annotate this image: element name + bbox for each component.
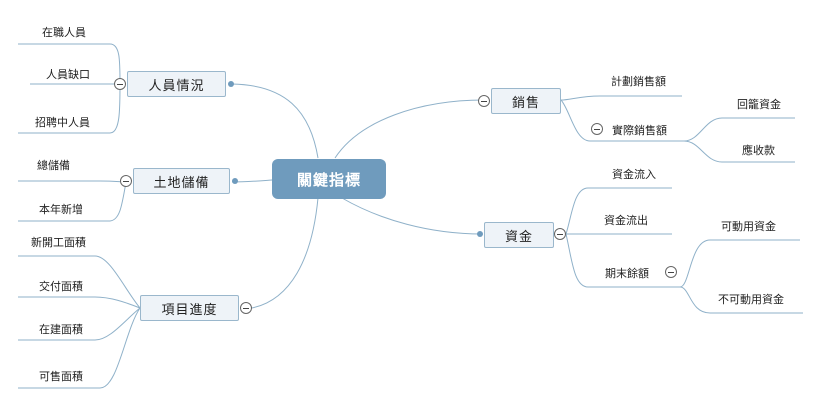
leaf-projects-2[interactable]: 交付面積 <box>39 280 83 293</box>
leaf-personnel-3[interactable]: 招聘中人員 <box>35 116 90 129</box>
connector-projects-leaf-1 <box>94 255 141 309</box>
leaf-funds-1[interactable]: 資金流入 <box>612 168 656 181</box>
connector-land-leaf-2 <box>109 181 127 222</box>
topic-sales-label: 銷售 <box>511 95 540 111</box>
topic-funds[interactable]: 資金 <box>484 222 554 248</box>
leaf-projects-4[interactable]: 可售面積 <box>39 370 83 383</box>
central-topic-label: 關鍵指標 <box>296 170 361 189</box>
connector-center-land <box>231 179 273 183</box>
topic-funds-label: 資金 <box>504 229 533 245</box>
collapse-personnel-icon[interactable] <box>114 78 126 90</box>
connector-projects-leaf-2 <box>94 296 141 309</box>
connector-balance-child-1 <box>679 239 711 288</box>
topic-land-label: 土地儲備 <box>153 175 210 191</box>
topic-projects-label: 項目進度 <box>161 302 218 318</box>
leaf-projects-3[interactable]: 在建面積 <box>39 323 83 336</box>
collapse-land-icon[interactable] <box>120 175 132 187</box>
connector-personnel-leaf-3 <box>109 83 121 134</box>
connector-sales-leaf-2 <box>560 99 591 142</box>
collapse-funds-icon[interactable] <box>554 228 566 240</box>
topic-land-anchor <box>232 178 238 184</box>
connector-actual-child-1 <box>683 117 723 142</box>
leaf-sales-1[interactable]: 計劃銷售額 <box>611 75 666 88</box>
topic-land[interactable]: 土地儲備 <box>133 168 230 194</box>
topic-personnel[interactable]: 人員情況 <box>127 71 226 97</box>
leaf-personnel-2[interactable]: 人員缺口 <box>46 68 90 81</box>
leaf-land-2[interactable]: 本年新增 <box>39 203 83 216</box>
connector-sales-leaf-1 <box>560 95 601 101</box>
leaf-actual-child-2[interactable]: 應收款 <box>742 144 775 157</box>
connector-actual-child-2 <box>683 140 723 163</box>
leaf-funds-3[interactable]: 期末餘額 <box>605 267 649 280</box>
connector-center-funds <box>341 197 483 235</box>
leaf-funds-2[interactable]: 資金流出 <box>604 214 648 227</box>
leaf-balance-child-2[interactable]: 不可動用資金 <box>718 293 784 306</box>
connector-projects-leaf-4 <box>99 307 141 389</box>
leaf-personnel-1[interactable]: 在職人員 <box>42 26 86 39</box>
leaf-actual-child-1[interactable]: 回籠資金 <box>737 98 781 111</box>
topic-funds-anchor <box>477 231 483 237</box>
connector-center-personnel <box>231 83 319 159</box>
collapse-balance-icon[interactable] <box>665 266 677 278</box>
connector-funds-leaf-3 <box>565 233 589 288</box>
connector-balance-child-2 <box>679 286 711 314</box>
topic-sales[interactable]: 銷售 <box>491 88 561 114</box>
leaf-projects-1[interactable]: 新開工面積 <box>31 236 86 249</box>
connector-projects-leaf-3 <box>94 307 141 341</box>
collapse-projects-icon[interactable] <box>240 302 252 314</box>
topic-personnel-label: 人員情況 <box>148 78 205 94</box>
connector-funds-leaf-1 <box>565 187 589 235</box>
topic-projects[interactable]: 項目進度 <box>140 295 239 321</box>
connector-center-sales <box>334 99 485 159</box>
leaf-balance-child-1[interactable]: 可動用資金 <box>721 220 776 233</box>
connector-center-projects <box>251 197 319 309</box>
central-topic[interactable]: 關鍵指標 <box>272 159 386 199</box>
collapse-sales-icon[interactable] <box>478 95 490 107</box>
collapse-actual-sales-icon[interactable] <box>591 123 603 135</box>
topic-personnel-anchor <box>228 81 234 87</box>
leaf-land-1[interactable]: 總儲備 <box>37 159 70 172</box>
leaf-sales-2[interactable]: 實際銷售額 <box>612 124 667 137</box>
